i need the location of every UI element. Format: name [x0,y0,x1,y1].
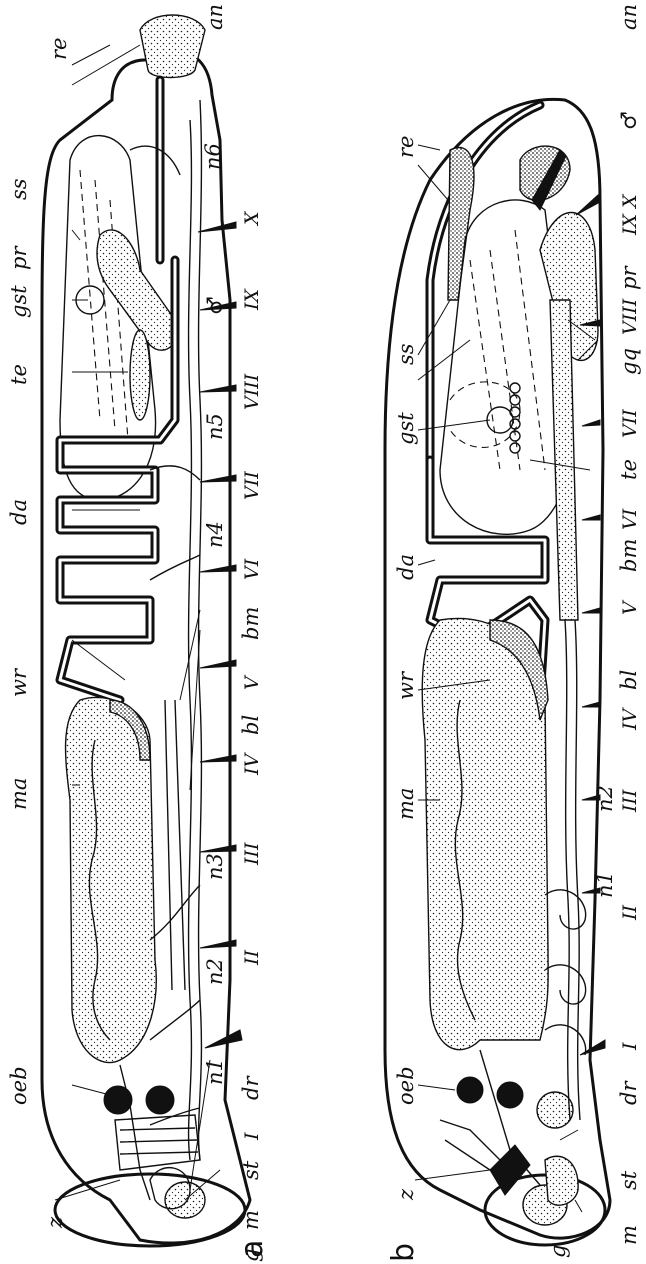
label-a-gst: gst [7,285,31,318]
label-a-pr: pr [7,245,31,270]
panel-b-gst [487,407,513,433]
panel-a-seta-iv [200,755,236,762]
panel-b-oeb-left [457,1077,483,1103]
label-a-n3: n3 [203,853,227,880]
label-b-oeb: oeb [394,1066,418,1105]
seg-a-vi: VI [241,558,263,580]
label-a-da: da [7,499,31,525]
label-b-bm: bm [617,539,641,572]
label-b-gq: gq [617,348,641,375]
seg-a-i: I [241,1132,263,1141]
panel-b-seta-vii [582,420,600,426]
panel-a-letter: a [235,1240,270,1258]
seg-b-v: V [619,599,641,615]
seg-b-vi: VI [619,508,641,530]
panel-b-testis [510,383,520,453]
seg-b-ii: II [619,904,641,921]
panel-a-testis [130,330,150,420]
label-b-da: da [394,554,418,580]
label-a-st: st [239,1160,263,1180]
panel-b-seta-v [582,608,600,613]
label-b-st: st [617,1170,641,1190]
label-a-oeb: oeb [7,1066,31,1105]
label-a-n5: n5 [203,413,227,440]
label-b-male: ♂ [617,111,641,130]
label-a-bl: bl [239,715,263,735]
label-a-n4: n4 [203,521,227,548]
label-b-n1: n1 [593,871,617,898]
label-a-dr: dr [239,1075,263,1100]
panel-a-head [55,1174,245,1246]
label-a-an: an [203,4,227,30]
label-a-re: re [47,38,71,60]
seg-a-x: X [241,210,263,227]
seg-b-i: I [619,1042,641,1051]
panel-b-z [490,1145,530,1195]
panel-a-oeb-right [146,1086,174,1114]
seg-a-vii: VII [241,471,263,500]
label-b-n2: n2 [593,785,617,812]
label-b-bl: bl [617,670,641,690]
seg-b-ix-x: IX X [619,193,641,236]
label-b-g: g [546,1245,570,1258]
label-b-ss: ss [394,343,418,365]
panel-b-seta-iv [582,702,600,707]
label-b-m: m [617,1225,641,1245]
label-b-z: z [394,1188,418,1201]
label-b-wr: wr [394,670,418,700]
label-a-te: te [7,364,31,385]
label-b-pr: pr [617,265,641,290]
panel-b-dr-gland [537,1092,573,1128]
panel-a-seta-i [205,1030,242,1048]
panel-a-seta-iii [200,845,236,852]
seg-a-v: V [241,674,263,690]
panel-b-drawing [385,99,610,1245]
seg-b-viii: VIII [619,298,641,335]
seg-b-iv: IV [619,706,641,731]
label-a-z: z [43,1216,67,1229]
seg-a-ii: II [241,949,263,966]
label-b-gst: gst [394,412,418,445]
seg-b-vii: VII [619,409,641,438]
panel-a-seta-v [200,660,236,668]
panel-b-st [545,1156,578,1205]
panel-a-seta-vi [200,565,236,572]
label-a-n1: n1 [203,1058,227,1085]
panel-b-letter: b [386,1243,421,1262]
panel-b-seta-vi [582,515,600,520]
label-a-male: ♂ [203,296,227,315]
panel-a-seta-x [198,222,236,232]
label-a-wr: wr [7,667,31,697]
panel-a-rectum-tip [140,15,205,78]
seg-a-iii: III [241,842,263,866]
panel-a-seta-viii [200,385,236,392]
label-a-ss: ss [7,178,31,200]
label-a-n6: n6 [201,143,225,170]
seg-a-ix: IX [241,287,263,311]
label-b-re: re [394,136,418,158]
label-b-an: an [617,4,641,30]
panel-a-seta-ii [200,940,236,948]
panel-a-seta-vii [200,475,236,482]
seg-a-iv: IV [241,751,263,776]
label-a-m: m [239,1210,263,1230]
panel-b-oeb-right [497,1082,523,1108]
panel-a-dr-gland [115,1115,200,1170]
panel-a-oeb-left [104,1086,132,1114]
label-b-dr: dr [617,1080,641,1105]
seg-b-iii: III [619,789,641,813]
label-b-ma: ma [394,788,418,820]
panel-b-seta-ix [576,195,600,215]
label-a-ma: ma [7,778,31,810]
label-b-te: te [617,459,641,480]
label-a-n2: n2 [203,958,227,985]
seg-a-viii: VIII [241,373,263,410]
panel-b-midgut [422,618,548,1049]
label-a-bm: bm [239,607,263,640]
